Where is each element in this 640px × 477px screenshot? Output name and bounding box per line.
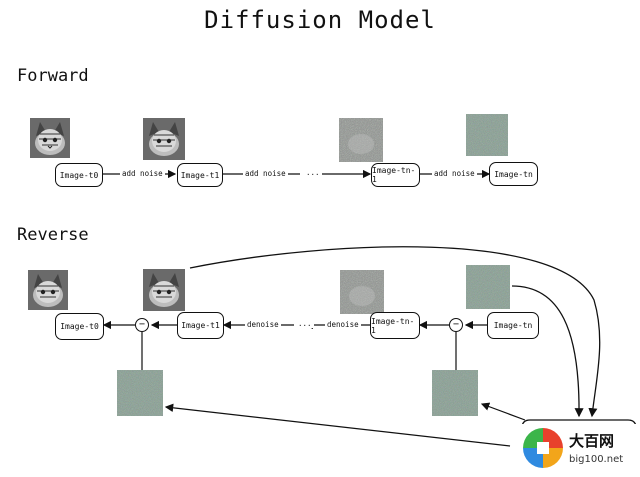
watermark-logo-art: 大百网 big100.net xyxy=(523,428,623,468)
subtract-operator: − xyxy=(135,318,149,332)
noise-image-thumbnail xyxy=(466,265,510,309)
forward-box-tn-1: Image-tn-1 xyxy=(371,163,420,187)
reverse-edge-label: denoise xyxy=(245,320,281,329)
reverse-box-t0: Image-t0 xyxy=(55,313,104,340)
forward-box-t1: Image-t1 xyxy=(177,163,223,187)
noise-image-thumbnail xyxy=(466,114,508,156)
noise-icon xyxy=(466,114,508,156)
noisy-image-thumbnail xyxy=(340,270,384,314)
arrow-to-noise-left xyxy=(164,403,511,447)
cat-image-thumbnail xyxy=(143,118,185,160)
forward-edge-label: add noise xyxy=(243,169,288,178)
noisy-cat-icon xyxy=(340,270,384,314)
noisy-cat-icon xyxy=(339,118,383,162)
forward-box-t0: Image-t0 xyxy=(55,163,103,187)
cat-icon xyxy=(28,270,68,310)
forward-edge-label: add noise xyxy=(432,169,477,178)
reverse-box-tn-1: Image-tn-1 xyxy=(370,312,420,339)
arrow-to-noise-right xyxy=(480,402,526,421)
svg-text:big100.net: big100.net xyxy=(569,454,623,465)
svg-text:大百网: 大百网 xyxy=(569,432,614,450)
predicted-noise-tile xyxy=(117,370,163,416)
cat-icon xyxy=(143,118,185,160)
forward-edge-label: add noise xyxy=(120,169,165,178)
noise-icon xyxy=(466,265,510,309)
cat-image-thumbnail xyxy=(28,270,68,310)
subtract-operator: − xyxy=(449,318,463,332)
reverse-box-t1: Image-t1 xyxy=(177,312,224,339)
cat-image-thumbnail xyxy=(30,118,70,158)
noise-icon xyxy=(432,370,478,416)
curve-tn xyxy=(511,285,584,418)
predicted-noise-tile xyxy=(432,370,478,416)
curve-top xyxy=(189,246,601,418)
reverse-edge-label: denoise xyxy=(325,320,361,329)
cat-image-thumbnail xyxy=(143,269,185,311)
section-reverse: Reverse xyxy=(17,225,89,245)
reverse-ellipsis: ... xyxy=(296,319,314,328)
cat-icon xyxy=(30,118,70,158)
cat-icon xyxy=(143,269,185,311)
noise-icon xyxy=(117,370,163,416)
section-forward: Forward xyxy=(17,66,89,86)
watermark-logo: 大百网 big100.net xyxy=(519,424,640,473)
forward-ellipsis: ... xyxy=(304,168,322,177)
noisy-image-thumbnail xyxy=(339,118,383,162)
forward-box-tn: Image-tn xyxy=(489,162,538,186)
diagram-title: Diffusion Model xyxy=(204,6,436,34)
reverse-box-tn: Image-tn xyxy=(487,312,539,339)
